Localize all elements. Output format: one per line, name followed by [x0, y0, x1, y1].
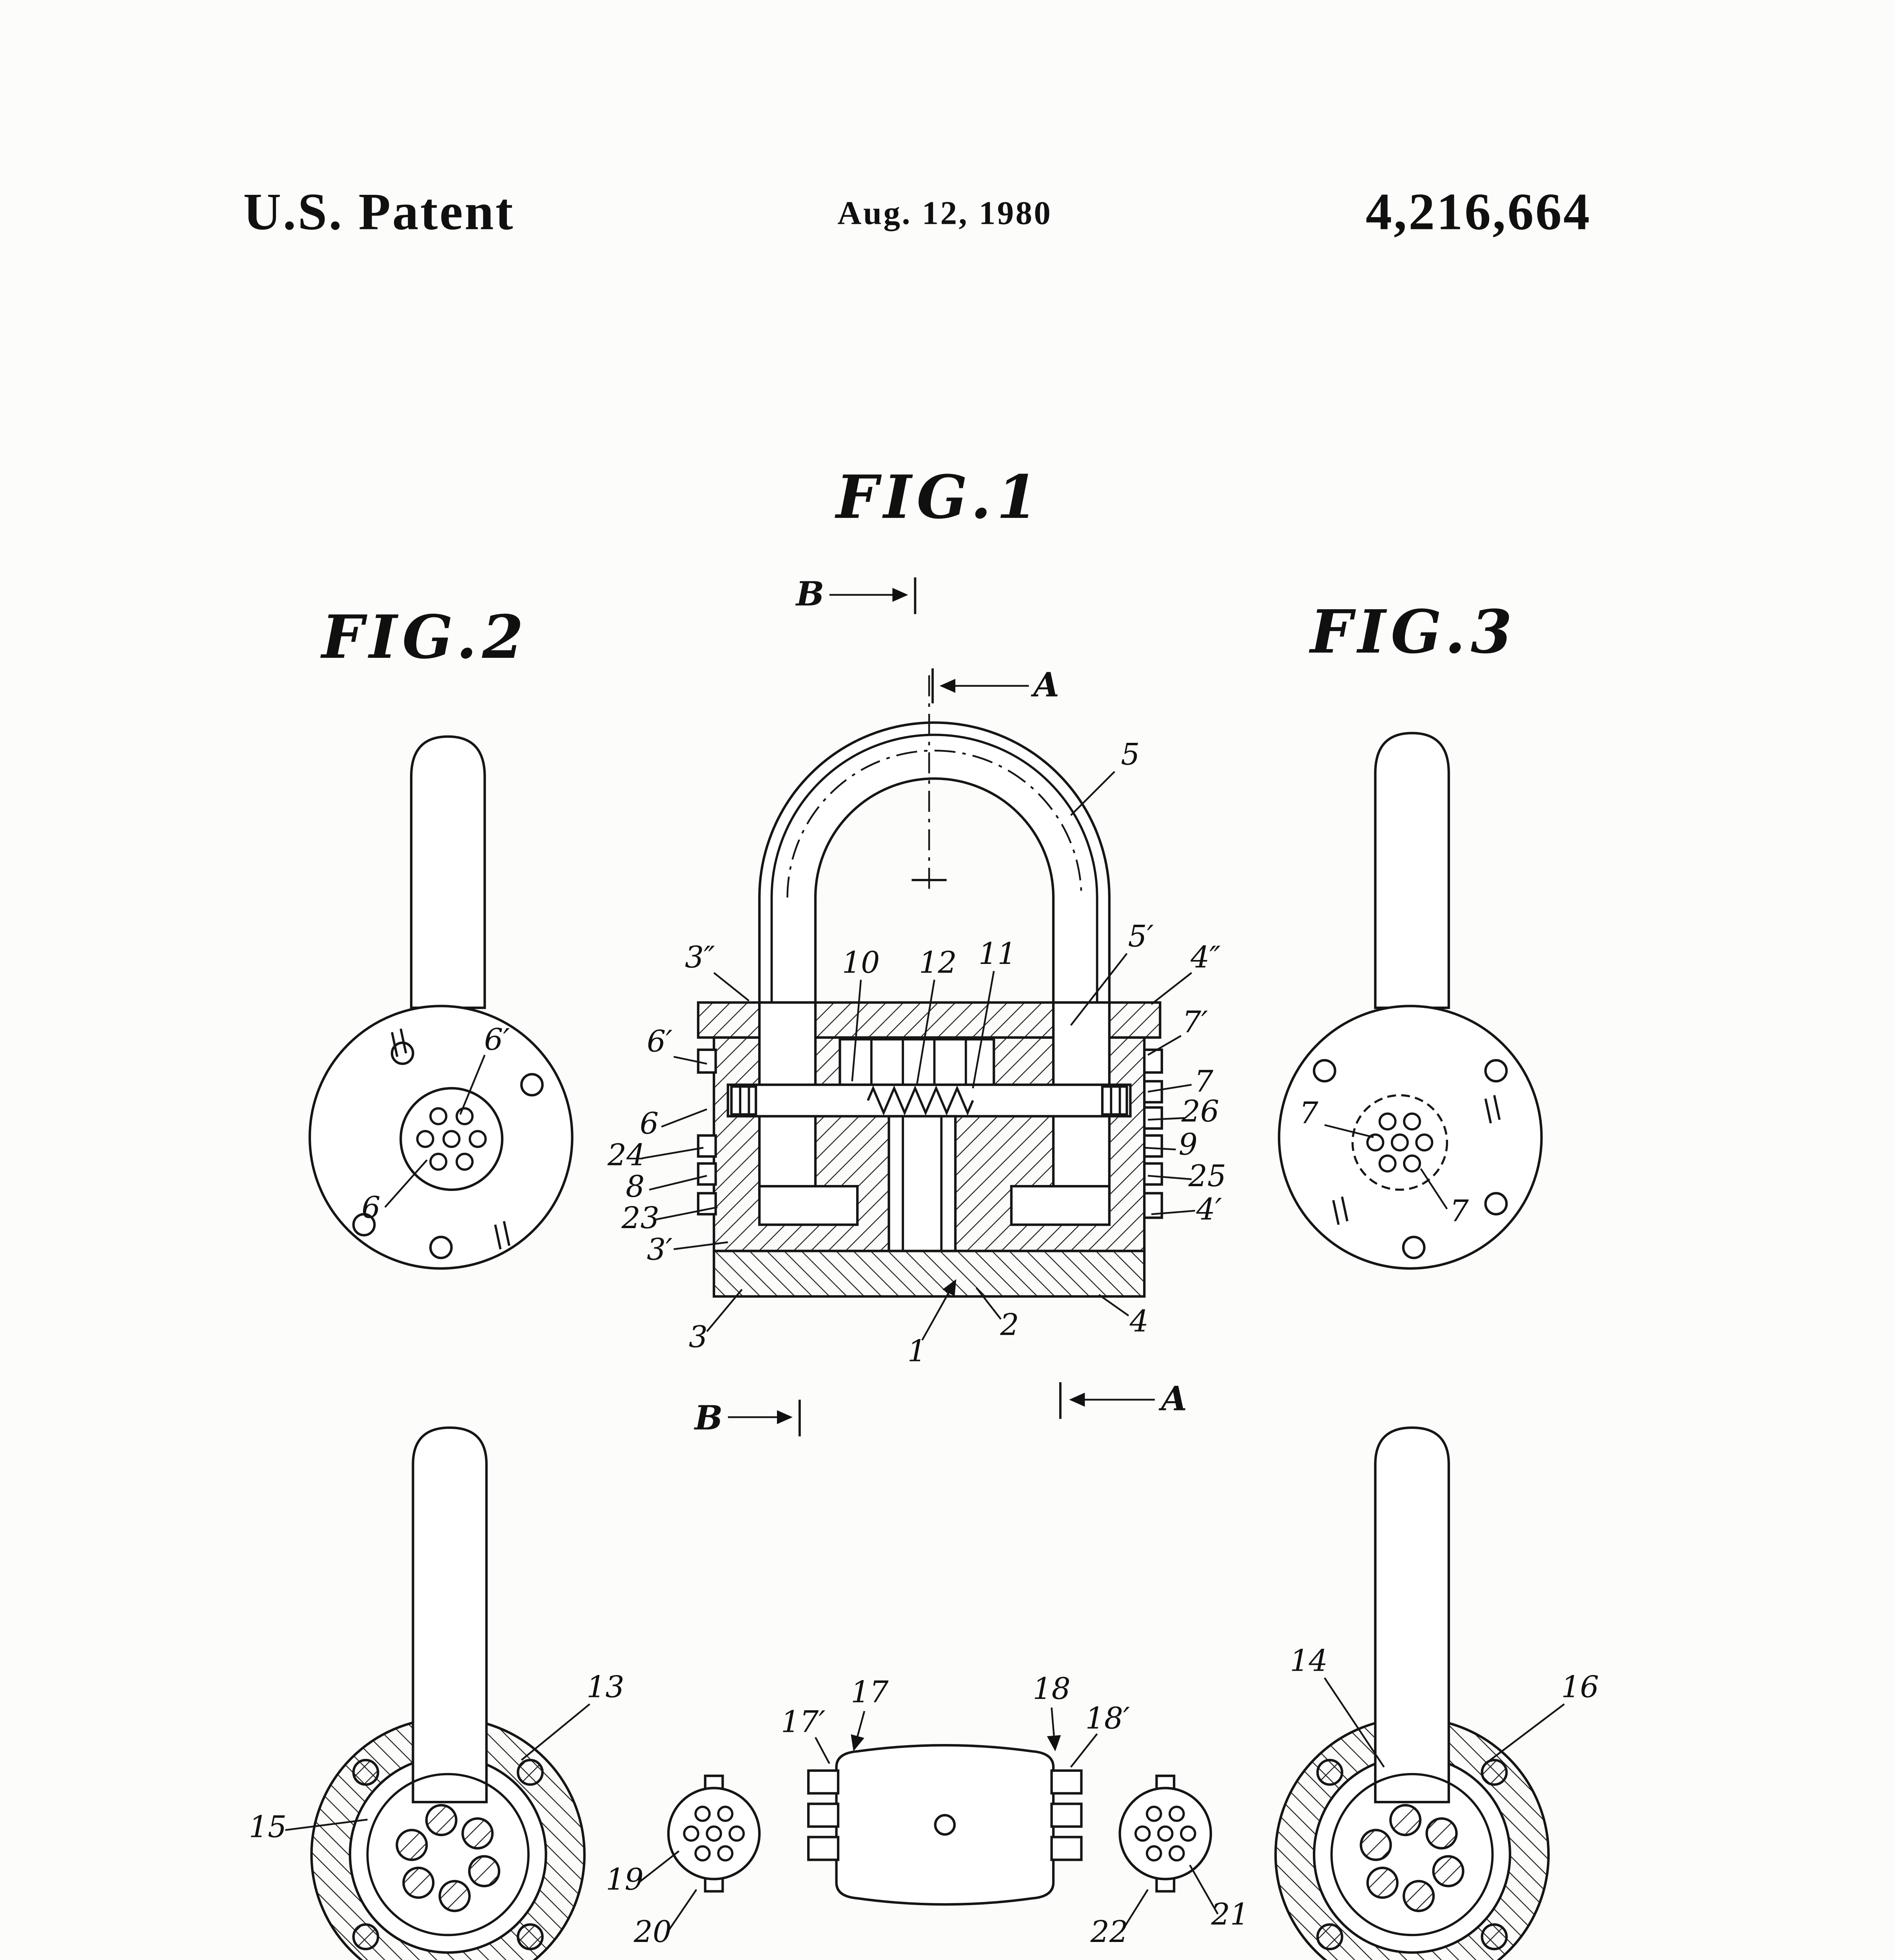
ref-label: 3: [689, 1320, 708, 1354]
fig6-leader-lines: [638, 1707, 1219, 1934]
ref-label: 21: [1211, 1897, 1249, 1932]
fig2-body-holes: [352, 1041, 544, 1259]
ref-label: 11: [978, 936, 1016, 971]
fig4-pins: [396, 1804, 501, 1912]
ref-label: 10: [842, 946, 880, 980]
fig2-group: FIG.2 6′ 6: [309, 602, 574, 1270]
fig5-inner-ring: [1330, 1773, 1494, 1936]
ref-label: 6′: [647, 1024, 673, 1058]
fig3-dial-holes: [1366, 1112, 1434, 1173]
fig4-leader-lines: [285, 1703, 590, 1831]
ref-label: 25: [1188, 1159, 1227, 1193]
ref-label: 6′: [484, 1022, 510, 1057]
ref-label: 7: [1300, 1096, 1319, 1130]
ref-label: 3′: [647, 1232, 673, 1267]
fig6-left-disc: [667, 1775, 761, 1893]
ref-label: 4′: [1196, 1192, 1222, 1227]
ref-label: 14: [1290, 1643, 1328, 1678]
ref-label: 3″: [685, 940, 715, 975]
ref-label: 22: [1090, 1915, 1129, 1949]
fig6-right-plates: [1050, 1769, 1083, 1861]
fig2-shackle-bar: [410, 735, 486, 1009]
fig1-body: [697, 1001, 1163, 1298]
fig4-group: 13 15 FIG.4: [249, 1426, 624, 1960]
ref-label: 18: [1033, 1671, 1071, 1706]
section-b-label: B: [795, 574, 824, 613]
ref-label: 18′: [1085, 1701, 1130, 1736]
ref-label: 4: [1129, 1304, 1149, 1339]
section-a-label: A: [1158, 1379, 1187, 1418]
fig5-group: 14 16 FIG.5: [1274, 1426, 1599, 1960]
fig3-shackle-bar: [1374, 731, 1450, 1009]
fig2-leader-lines: [384, 1054, 486, 1208]
fig5-shackle-bar: [1374, 1426, 1450, 1804]
ref-label: 6: [361, 1190, 380, 1225]
fig1-label: FIG.1: [835, 462, 1043, 532]
spring: [867, 1085, 974, 1116]
ref-label: 7: [1194, 1064, 1214, 1099]
fig6-left-plates: [807, 1769, 840, 1861]
fig6-right-disc: [1118, 1775, 1212, 1893]
fig2-surface-marks: [391, 1028, 510, 1250]
fig3-surface-marks: [1332, 1095, 1501, 1225]
fig1-group: FIG.1 B A: [607, 462, 1226, 1437]
fig1-leader-lines: [642, 771, 1195, 1341]
ref-label: 16: [1561, 1670, 1599, 1704]
fig4-screws: [352, 1759, 544, 1951]
ref-label: 5: [1121, 737, 1140, 771]
section-b-label: B: [694, 1398, 723, 1437]
ref-label: 7′: [1182, 1005, 1208, 1039]
patent-date: Aug. 12, 1980: [837, 194, 1052, 231]
patent-office-label: U.S. Patent: [243, 183, 515, 241]
fig5-pins: [1360, 1804, 1465, 1912]
ref-label: 4″: [1190, 940, 1221, 975]
ref-label: 24: [607, 1138, 646, 1172]
patent-number: 4,216,664: [1366, 183, 1592, 241]
fig3-dial-disc: [1351, 1094, 1448, 1191]
ref-label: 7: [1450, 1194, 1469, 1228]
fig1-reference-numerals: 5 3″ 10 12 11 5′ 4″ 6′ 7′ 7 6 26 24 9 8 …: [607, 737, 1226, 1368]
fig2-label: FIG.2: [320, 602, 529, 672]
ref-label: 1: [908, 1334, 926, 1368]
fig4-shackle-bar: [412, 1426, 488, 1804]
ref-label: 26: [1181, 1094, 1220, 1129]
fig6-center-hole: [934, 1814, 956, 1836]
fig4-inner-ring: [366, 1773, 530, 1936]
ref-label: 17′: [781, 1705, 826, 1739]
ref-label: 19: [606, 1862, 644, 1896]
ref-label: 5′: [1128, 919, 1154, 954]
ref-label: 13: [586, 1670, 624, 1704]
ref-label: 9: [1179, 1127, 1198, 1162]
fig1-section-marks-top: B A: [795, 574, 1059, 704]
fig3-body-holes: [1312, 1059, 1508, 1259]
ref-label: 12: [919, 946, 957, 980]
header: U.S. Patent Aug. 12, 1980 4,216,664: [243, 183, 1592, 241]
fig1-section-marks-bottom: B A: [694, 1379, 1187, 1437]
fig2-dial-disc: [399, 1087, 504, 1191]
fig3-leader-lines: [1324, 1124, 1448, 1210]
ref-label: 6: [640, 1106, 659, 1141]
ref-label: 23: [621, 1201, 659, 1235]
ref-label: 8: [626, 1169, 644, 1204]
ref-label: 15: [249, 1809, 287, 1844]
fig2-dial-holes: [416, 1107, 487, 1171]
fig5-leader-lines: [1323, 1677, 1565, 1768]
ref-label: 20: [633, 1915, 672, 1949]
fig5-screws: [1316, 1759, 1508, 1951]
ref-label: 17: [851, 1675, 889, 1710]
fig6-group: 17′ 17 18 18′ 19 20 22 21 FIG.6: [606, 1671, 1249, 1949]
section-a-label: A: [1031, 665, 1059, 704]
fig3-label: FIG.3: [1309, 597, 1517, 667]
fig1-shackle: [758, 721, 1111, 1007]
fig3-group: FIG.3 7 7: [1278, 597, 1543, 1270]
ref-label: 2: [1000, 1307, 1019, 1342]
